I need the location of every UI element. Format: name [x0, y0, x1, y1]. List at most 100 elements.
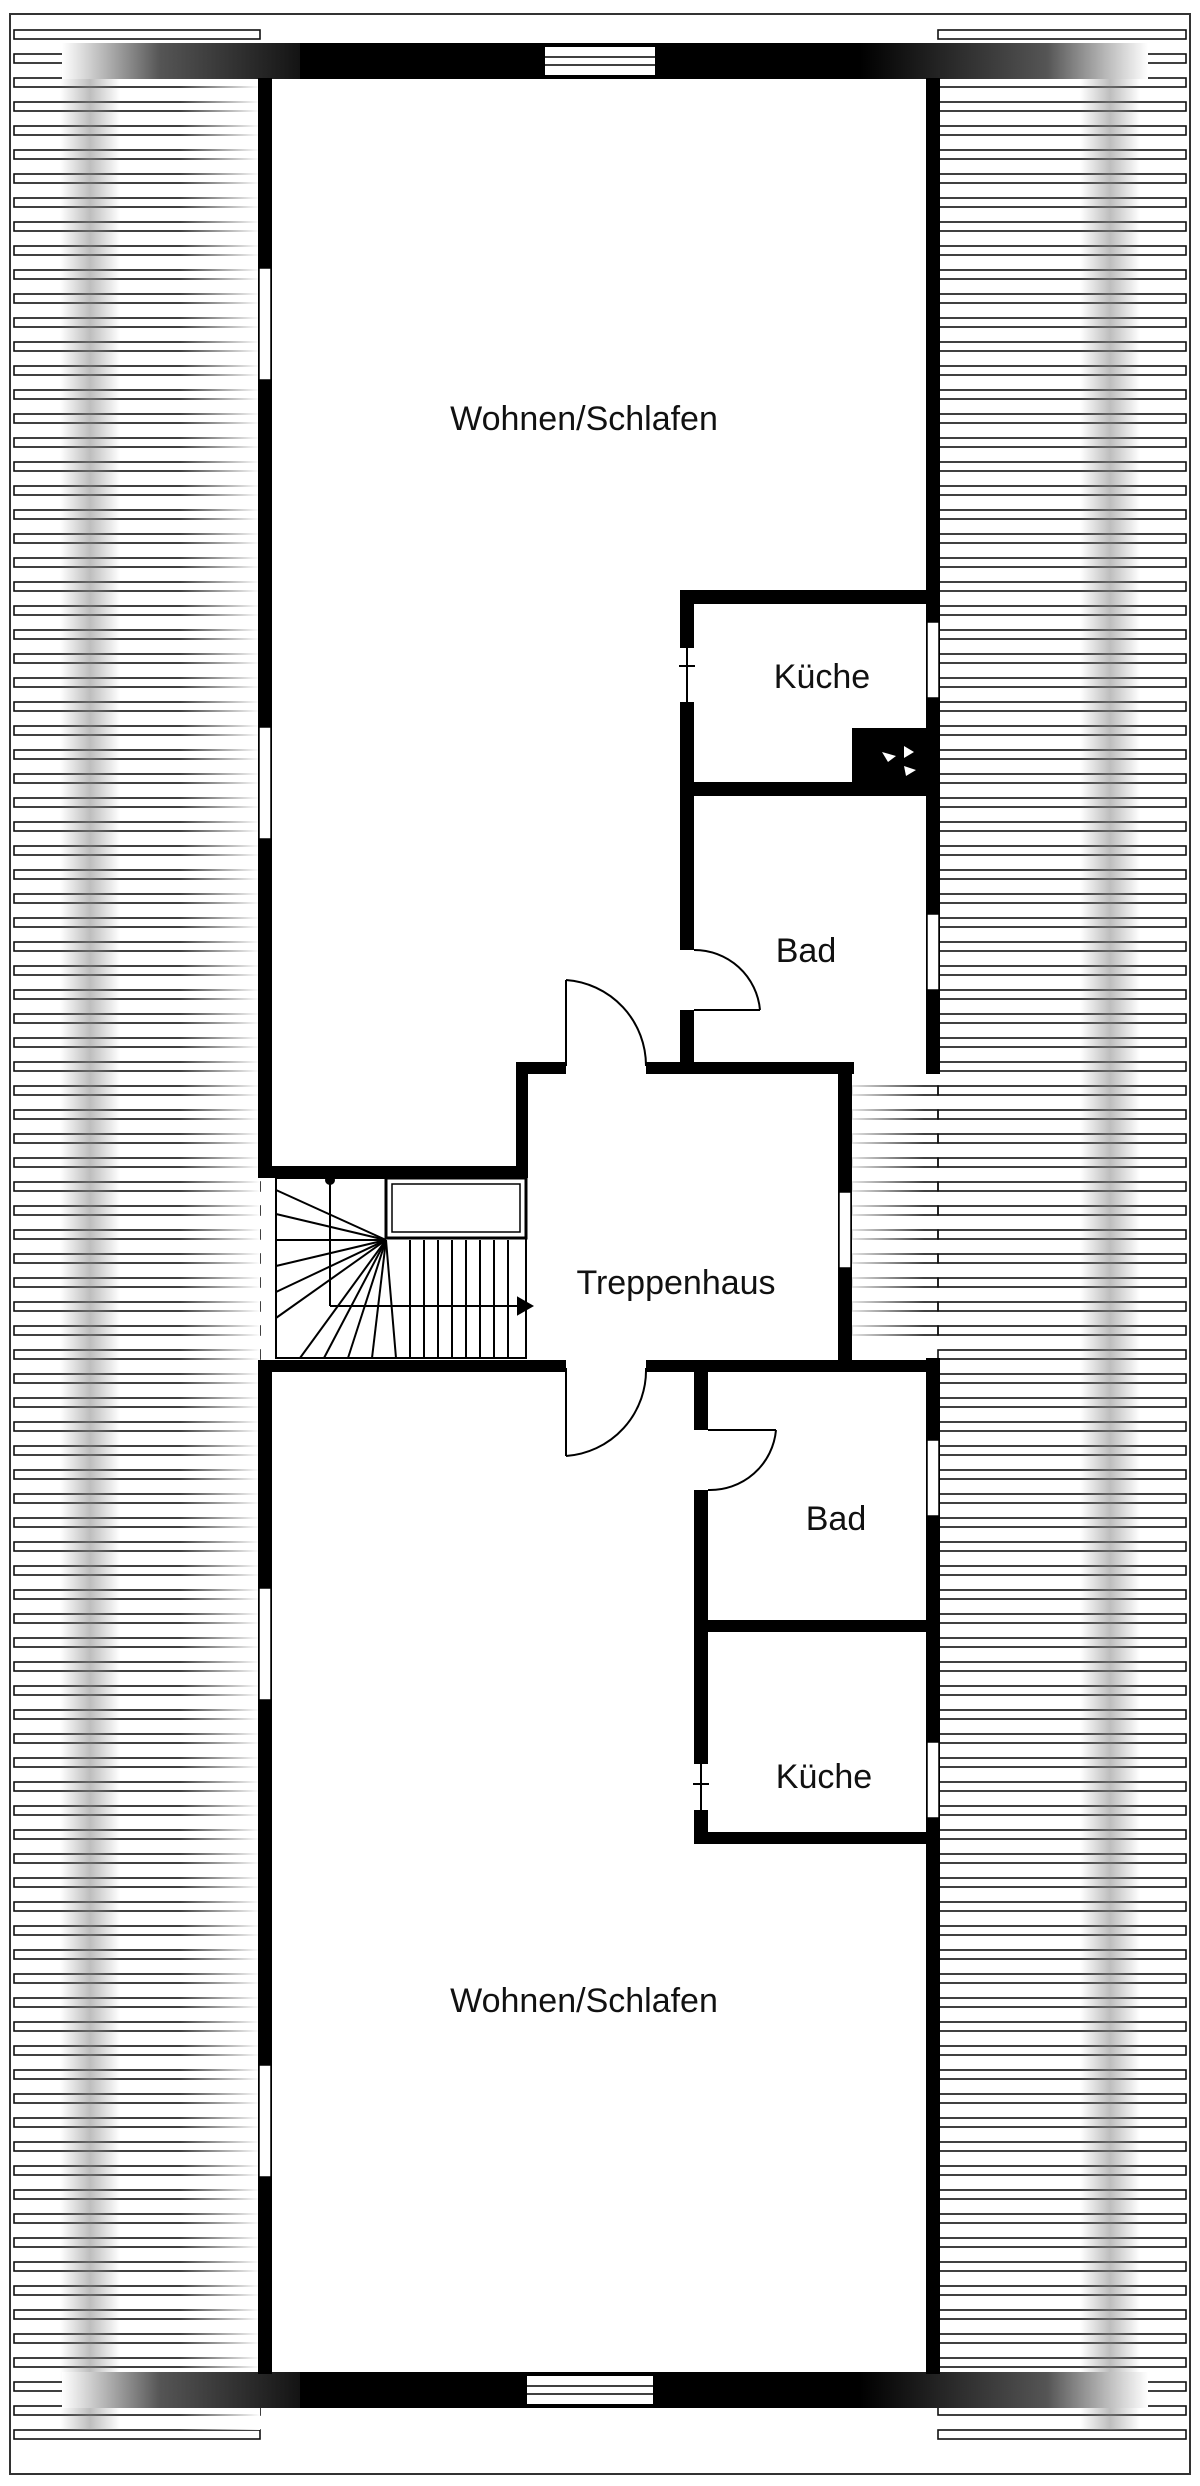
roof-tile-line	[937, 1805, 1187, 1816]
roof-tile-line	[937, 1469, 1187, 1480]
roof-tile-line	[937, 509, 1187, 520]
roof-tile-line	[937, 653, 1187, 664]
roof-tile-line	[937, 29, 1187, 40]
side-windows	[258, 267, 940, 2178]
outer-frame	[9, 13, 1191, 2475]
roof-tile-line	[937, 1277, 1187, 1288]
window-bottom	[525, 2374, 655, 2406]
roof-tile-line	[937, 1157, 1187, 1168]
chimney	[852, 728, 932, 786]
roof-tile-line	[937, 1613, 1187, 1624]
label-bottom-living: Wohnen/Schlafen	[450, 1982, 718, 2020]
roof-tile-line	[937, 1013, 1187, 1024]
roof-tile-line	[937, 989, 1187, 1000]
roof-tile-line	[937, 197, 1187, 208]
roof-tile-line	[937, 2213, 1187, 2224]
roof-tile-line	[937, 701, 1187, 712]
roof-tile-line	[937, 1325, 1187, 1336]
roof-tile-line	[937, 2285, 1187, 2296]
roof-tile-line	[937, 1301, 1187, 1312]
stair-tread	[323, 1239, 387, 1359]
roof-tile-line	[937, 1901, 1187, 1912]
roof-tile-line	[937, 773, 1187, 784]
doors	[565, 948, 777, 1492]
roof-tile-line	[937, 1781, 1187, 1792]
roof-tile-line	[937, 269, 1187, 280]
roof-tile-line	[937, 1589, 1187, 1600]
roof-tile-line	[937, 1853, 1187, 1864]
staircase	[275, 1175, 535, 1359]
eave-bottom-left	[62, 2372, 342, 2408]
roof-tile-line	[937, 629, 1187, 640]
hatch-fade-left	[180, 60, 260, 2430]
roof-tile-line	[937, 1349, 1187, 1360]
roof-tile-line	[937, 2189, 1187, 2200]
roof-tile-line	[937, 581, 1187, 592]
roof-tile-line	[937, 1205, 1187, 1216]
roof-tile-line	[937, 1085, 1187, 1096]
roof-tile-line	[937, 557, 1187, 568]
roof-tile-line	[13, 2429, 261, 2440]
roof-tile-line	[937, 797, 1187, 808]
roof-tile-line	[937, 605, 1187, 616]
eave-top-left	[62, 43, 342, 79]
roof-tile-line	[937, 1709, 1187, 1720]
roof-tile-line	[937, 1253, 1187, 1264]
roof-tile-line	[937, 1997, 1187, 2008]
roof-shade-left	[60, 60, 120, 2430]
roof-tile-line	[937, 437, 1187, 448]
roof-tile-line	[937, 365, 1187, 376]
roof-tile-line	[937, 941, 1187, 952]
roof-tile-line	[937, 1445, 1187, 1456]
roof-tile-line	[937, 1877, 1187, 1888]
roof-tile-line	[937, 1661, 1187, 1672]
partition-markers	[679, 648, 709, 1810]
roof-tile-line	[937, 965, 1187, 976]
roof-tile-line	[937, 2093, 1187, 2104]
roof-tile-line	[937, 221, 1187, 232]
roof-tile-line	[937, 893, 1187, 904]
roof-tile-line	[937, 533, 1187, 544]
label-bottom-kitchen: Küche	[776, 1758, 872, 1796]
roof-tile-line	[937, 2357, 1187, 2368]
stair-tread	[347, 1239, 387, 1359]
roof-tile-line	[937, 2429, 1187, 2440]
roof-tile-line	[937, 869, 1187, 880]
roof-tile-line	[937, 485, 1187, 496]
interior-floor	[270, 78, 928, 2372]
roof-tile-line	[937, 125, 1187, 136]
roof-tile-line	[937, 245, 1187, 256]
label-top-kitchen: Küche	[774, 658, 870, 696]
roof-tile-line	[13, 29, 261, 40]
label-top-living: Wohnen/Schlafen	[450, 400, 718, 438]
roof-tile-line	[937, 1565, 1187, 1576]
roof-tile-line	[937, 1229, 1187, 1240]
stair-tread	[371, 1239, 387, 1359]
roof-tile-line	[937, 77, 1187, 88]
roof-tile-line	[937, 1973, 1187, 1984]
roof-tile-line	[937, 821, 1187, 832]
roof-tile-line	[937, 413, 1187, 424]
roof-tile-line	[937, 2141, 1187, 2152]
roof-tile-line	[937, 2333, 1187, 2344]
roof-hatching-right	[937, 29, 1187, 2440]
eave-bottom-right	[860, 2372, 1148, 2408]
roof-tile-line	[937, 1397, 1187, 1408]
roof-tile-line	[937, 677, 1187, 688]
roof-tile-line	[937, 1181, 1187, 1192]
roof-tile-line	[937, 2309, 1187, 2320]
roof-tile-line	[937, 749, 1187, 760]
roof-tile-line	[937, 101, 1187, 112]
roof-tile-line	[937, 293, 1187, 304]
roof-tile-line	[937, 2237, 1187, 2248]
roof-tile-line	[937, 2117, 1187, 2128]
roof-tile-line	[937, 2069, 1187, 2080]
roof-tile-line	[937, 1133, 1187, 1144]
roof-tile-line	[937, 1493, 1187, 1504]
roof-tile-line	[937, 149, 1187, 160]
stair-tread	[299, 1239, 387, 1359]
roof-tile-line	[937, 1421, 1187, 1432]
roof-tile-line	[937, 389, 1187, 400]
roof-tile-line	[937, 461, 1187, 472]
